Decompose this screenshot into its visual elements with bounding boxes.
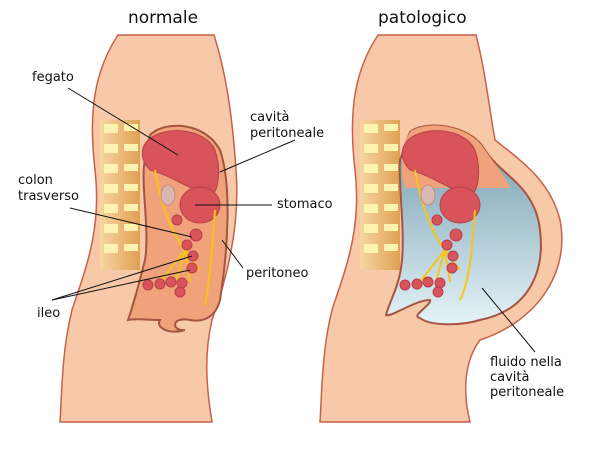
label-colon-2: trasverso xyxy=(18,189,79,204)
intestine-loops xyxy=(399,214,463,298)
stomach xyxy=(439,186,481,224)
label-fluid-2: cavità xyxy=(490,370,530,385)
normal-abdomen xyxy=(59,34,238,423)
spine xyxy=(360,120,400,270)
intestine-loops xyxy=(142,214,203,298)
label-peritoneum: peritoneo xyxy=(246,266,309,281)
label-fluid-3: peritoneale xyxy=(490,385,565,400)
label-ileum: ileo xyxy=(37,306,61,321)
spine xyxy=(100,120,140,270)
label-colon-1: colon xyxy=(18,173,53,188)
pathological-abdomen xyxy=(319,34,563,423)
title-normal: normale xyxy=(128,8,199,28)
title-pathological: patologico xyxy=(378,8,467,28)
label-cavity-1: cavità xyxy=(250,110,290,125)
label-fluid-1: fluido nella xyxy=(490,355,562,370)
label-liver: fegato xyxy=(32,70,74,85)
leader-lines xyxy=(51,87,536,353)
label-stomach: stomaco xyxy=(277,197,333,212)
label-cavity-2: peritoneale xyxy=(250,126,325,141)
